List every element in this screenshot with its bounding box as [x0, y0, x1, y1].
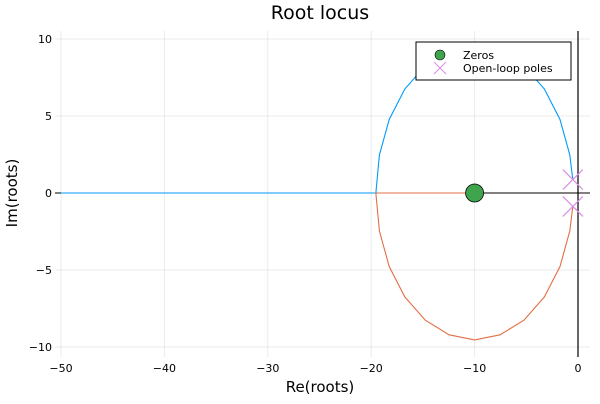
zero-marker	[465, 183, 485, 203]
legend-zeros-marker	[434, 49, 446, 61]
legend-poles-marker	[433, 61, 447, 75]
y-tick-label: 5	[45, 110, 52, 123]
pole-marker	[562, 195, 584, 217]
legend: Zeros Open-loop poles	[415, 41, 572, 81]
y-tick-label: 10	[38, 33, 52, 46]
y-axis-label: Im(roots)	[3, 159, 21, 228]
x-tick-label: −30	[256, 362, 279, 375]
x-tick-label: −10	[463, 362, 486, 375]
x-axis-label: Re(roots)	[286, 378, 355, 396]
legend-poles-label: Open-loop poles	[463, 62, 553, 75]
x-tick-label: 0	[575, 362, 582, 375]
y-tick-label: −10	[29, 341, 52, 354]
x-tick-label: −20	[360, 362, 383, 375]
legend-zeros-label: Zeros	[463, 49, 494, 62]
y-tick-label: 0	[45, 187, 52, 200]
y-tick-label: −5	[36, 264, 52, 277]
legend-box	[415, 41, 572, 81]
locus-branch-2	[375, 192, 574, 341]
pole-marker	[562, 169, 584, 191]
markers	[465, 169, 584, 217]
chart-title: Root locus	[271, 2, 369, 24]
x-tick-label: −40	[153, 362, 176, 375]
x-tick-label: −50	[49, 362, 72, 375]
